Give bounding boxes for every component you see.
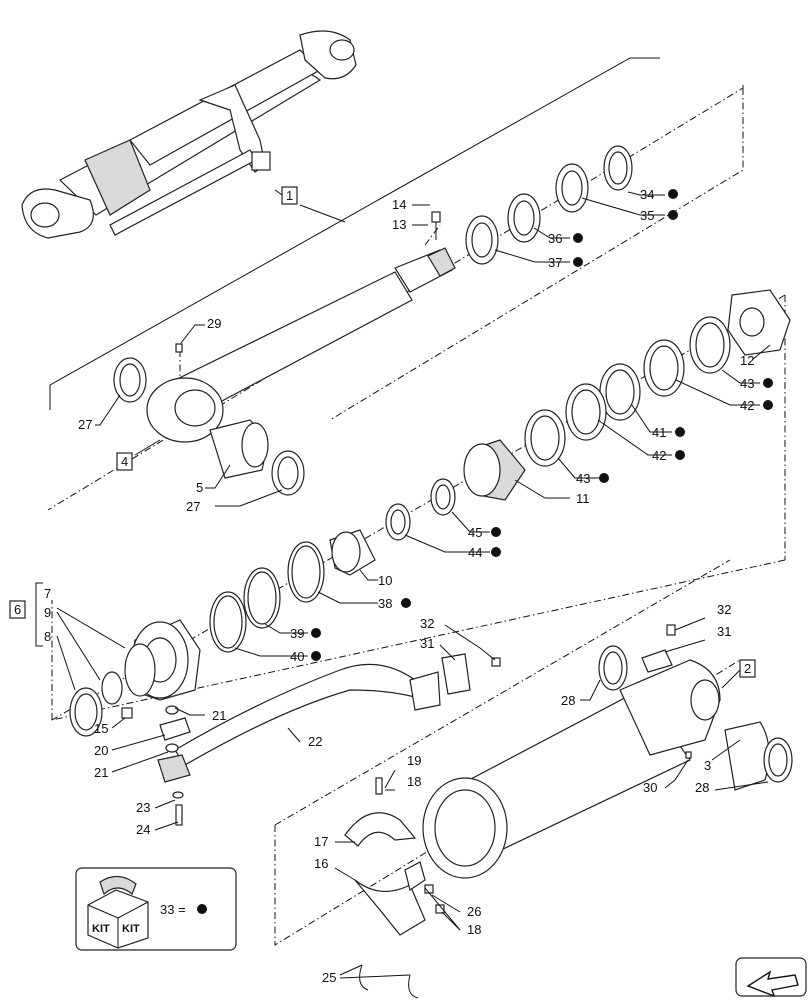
- callout-20: 20: [94, 743, 108, 758]
- hydraulic-line-drawing: [157, 653, 501, 826]
- callout-15: 15: [94, 721, 108, 736]
- callout-29: 29: [207, 316, 221, 331]
- callout-40: 40: [290, 649, 304, 664]
- callout-2: 2: [744, 661, 751, 676]
- callout-3: 3: [704, 758, 711, 773]
- callout-5: 5: [196, 480, 203, 495]
- kit-dot-34: [668, 189, 678, 199]
- callout-23: 23: [136, 800, 150, 815]
- piston-rod-drawing: [113, 247, 456, 496]
- kit-dot-39: [311, 628, 321, 638]
- callout-42b: 42: [652, 448, 666, 463]
- callout-14: 14: [392, 197, 406, 212]
- callout-7: 7: [44, 586, 51, 601]
- callout-43a: 43: [740, 376, 754, 391]
- kit-dot-42b: [675, 450, 685, 460]
- callout-10: 10: [378, 573, 392, 588]
- callout-28b: 28: [695, 780, 709, 795]
- kit-dot-43a: [763, 378, 773, 388]
- assembled-cylinder-drawing: [21, 30, 357, 239]
- callout-16: 16: [314, 856, 328, 871]
- callout-26: 26: [467, 904, 481, 919]
- callout-31a: 31: [420, 636, 434, 651]
- callout-31b: 31: [717, 624, 731, 639]
- kit-legend-text: 33 =: [160, 902, 186, 917]
- kit-dot-37: [573, 257, 583, 267]
- kit-label-b: KIT: [122, 923, 140, 935]
- callout-1: 1: [286, 188, 293, 203]
- kit-marker-dots: [311, 189, 773, 661]
- kit-dot-40: [311, 651, 321, 661]
- navigation-arrow-icon[interactable]: [735, 957, 807, 998]
- callout-25: 25: [322, 970, 336, 985]
- clamps-drawing: [344, 777, 445, 999]
- callout-36: 36: [548, 231, 562, 246]
- kit-dot-35: [668, 210, 678, 220]
- callout-27b: 27: [186, 499, 200, 514]
- kit-box-icon: KIT KIT: [87, 875, 149, 949]
- kit-dot-36: [573, 233, 583, 243]
- callout-41: 41: [652, 425, 666, 440]
- boxed-callouts: [9, 186, 756, 678]
- rod-seals-drawing: [431, 145, 633, 265]
- callout-6: 6: [14, 602, 21, 617]
- callout-44: 44: [468, 545, 482, 560]
- callout-18a: 18: [407, 774, 421, 789]
- kit-dot-43b: [599, 473, 609, 483]
- callout-39: 39: [290, 626, 304, 641]
- callout-11: 11: [576, 491, 590, 506]
- callout-32a: 32: [420, 616, 434, 631]
- kit-legend: KIT KIT 33 =: [75, 867, 237, 951]
- callout-4: 4: [121, 454, 128, 469]
- callout-18b: 18: [467, 922, 481, 937]
- barrel-drawing: [422, 624, 793, 879]
- callout-9: 9: [44, 605, 51, 620]
- callout-38: 38: [378, 596, 392, 611]
- callout-12: 12: [740, 353, 754, 368]
- callout-37: 37: [548, 255, 562, 270]
- callout-45: 45: [468, 525, 482, 540]
- callout-22: 22: [308, 734, 322, 749]
- callout-32b: 32: [717, 602, 731, 617]
- callout-13: 13: [392, 217, 406, 232]
- group-bracket: [35, 582, 43, 647]
- callout-30: 30: [643, 780, 657, 795]
- piston-group-drawing: [329, 289, 791, 576]
- kit-dot-38: [401, 598, 411, 608]
- callout-27a: 27: [78, 417, 92, 432]
- callout-8: 8: [44, 629, 51, 644]
- callout-leaders: [56, 191, 771, 979]
- callout-24: 24: [136, 822, 150, 837]
- kit-legend-dot: [197, 904, 207, 914]
- callout-21a: 21: [212, 708, 226, 723]
- callout-17: 17: [314, 834, 328, 849]
- kit-dot-45: [491, 527, 501, 537]
- callout-19: 19: [407, 753, 421, 768]
- kit-label-a: KIT: [92, 923, 110, 935]
- callout-labels: 1 4 6 2 14 13 34 35 36 37 29 27 5 27 12 …: [14, 187, 754, 985]
- kit-dot-41: [675, 427, 685, 437]
- callout-34: 34: [640, 187, 654, 202]
- callout-35: 35: [640, 208, 654, 223]
- kit-dot-42a: [763, 400, 773, 410]
- callout-21b: 21: [94, 765, 108, 780]
- callout-28a: 28: [561, 693, 575, 708]
- callout-43b: 43: [576, 471, 590, 486]
- callout-42a: 42: [740, 398, 754, 413]
- gland-group-drawing: [69, 541, 325, 737]
- kit-dot-44: [491, 547, 501, 557]
